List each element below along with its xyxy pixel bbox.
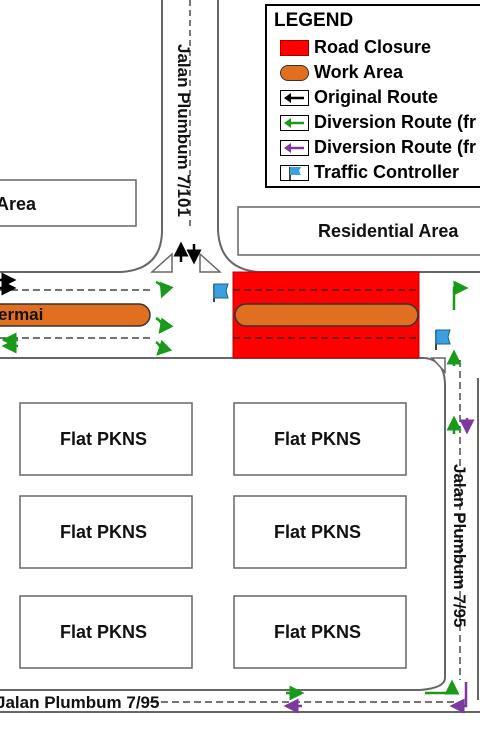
left-area-label: Area (0, 194, 37, 214)
traffic-island (430, 357, 446, 374)
flat-label: Flat PKNS (274, 429, 361, 449)
black-arrow-icon (280, 90, 309, 106)
flat-box (19, 402, 193, 476)
flat-label: Flat PKNS (60, 522, 147, 542)
legend-title: LEGEND (274, 10, 354, 31)
flat-label: Flat PKNS (60, 622, 147, 642)
residential-area-label: Residential Area (318, 221, 459, 241)
flat-box (233, 402, 407, 476)
flat-box (19, 495, 193, 569)
flats: Flat PKNS Flat PKNS Flat PKNS Flat PKNS … (19, 402, 407, 669)
flat-label: Flat PKNS (60, 429, 147, 449)
legend-label: Diversion Route (fr (314, 112, 477, 132)
legend-label: Traffic Controller (314, 162, 460, 182)
purple-arrow-icon (280, 140, 309, 156)
legend-label: Original Route (314, 87, 439, 107)
legend-label: Road Closure (314, 37, 432, 57)
legend: LEGEND Road Closure Work Area Original R… (265, 4, 480, 188)
work-area-closure (234, 303, 419, 327)
south-road-label: Jalan Plumbum 7/95 (0, 693, 159, 712)
flat-box (19, 595, 193, 669)
traffic-island (199, 252, 222, 273)
legend-label: Work Area (314, 62, 404, 82)
work-area-west (0, 303, 151, 327)
north-road-label: Jalan Plumbum 7/101 (174, 44, 193, 217)
work-area-swatch (280, 65, 309, 81)
flat-label: Flat PKNS (274, 522, 361, 542)
green-arrow-icon (280, 115, 309, 131)
west-road-label: ermai (0, 305, 43, 324)
residential-area-box (237, 206, 480, 256)
road-closure-swatch (280, 40, 309, 56)
original-route-arrows (0, 241, 202, 296)
diversion-green-arrows (1, 280, 469, 701)
traffic-controller-flag (213, 283, 229, 302)
flat-label: Flat PKNS (274, 622, 361, 642)
east-road-label: Jalan Plumbum 7/95 (450, 464, 469, 627)
flat-box (233, 495, 407, 569)
left-area-box (0, 179, 137, 227)
traffic-island (150, 252, 173, 273)
diversion-purple-arrows (283, 418, 475, 714)
legend-label: Diversion Route (fr (314, 137, 477, 157)
traffic-controller-flag (435, 329, 451, 350)
lane-markings (0, 0, 461, 703)
flag-icon (280, 165, 309, 181)
flat-box (233, 595, 407, 669)
